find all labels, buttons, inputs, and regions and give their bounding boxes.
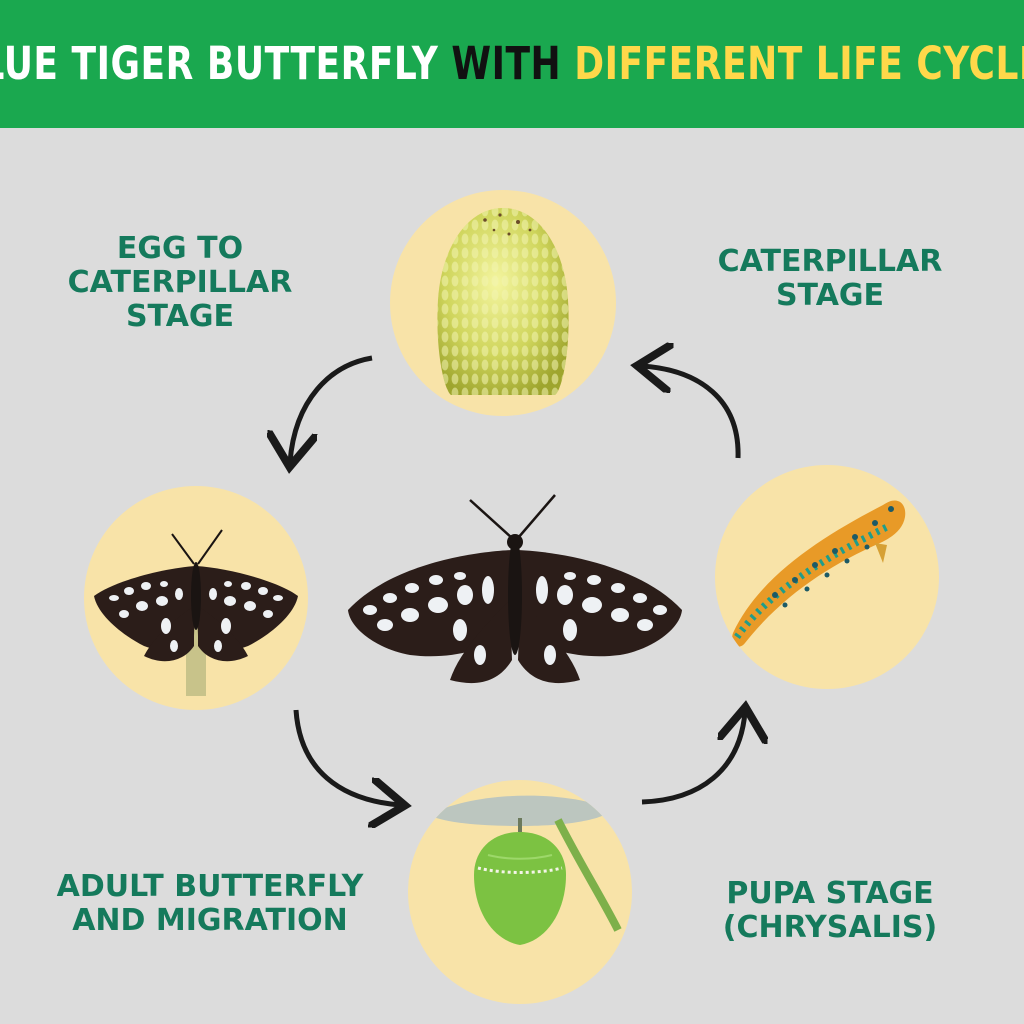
egg-circle <box>390 190 616 416</box>
butterfly-image <box>94 529 298 696</box>
cycle-arrow <box>290 355 373 462</box>
cycle-arrow <box>293 709 400 805</box>
cycle-arrow <box>642 366 741 459</box>
cycle-arrow <box>641 712 745 805</box>
egg-label-line-1: EGG TO <box>116 231 244 266</box>
egg-label-line-2: CATERPILLAR <box>67 265 293 300</box>
caterpillar-stage-label: CATERPILLAR STAGE <box>690 245 970 313</box>
egg-label-line-3: STAGE <box>125 299 235 334</box>
pupa-label-line-1: PUPA STAGE <box>726 876 934 911</box>
adult-stage-label: ADULT BUTTERFLY AND MIGRATION <box>40 870 380 938</box>
adult-circle <box>84 486 308 710</box>
pupa-circle <box>408 780 632 1004</box>
caterpillar-label-line-1: CATERPILLAR <box>717 244 943 279</box>
adult-label-line-1: ADULT BUTTERFLY <box>56 869 364 904</box>
title-part-3: DIFFERENT LIFE CYCLES <box>574 38 1024 90</box>
caterpillar-label-line-2: STAGE <box>775 278 885 313</box>
center-butterfly-image <box>348 494 682 684</box>
pupa-stage-label: PUPA STAGE (CHRYSALIS) <box>690 877 970 945</box>
caterpillar-circle <box>715 465 939 689</box>
egg-image <box>437 208 569 395</box>
caterpillar-image <box>732 500 906 647</box>
adult-label-line-2: AND MIGRATION <box>72 903 348 938</box>
title-part-1: BLUE TIGER BUTTERFLY <box>0 38 439 90</box>
title-part-2: WITH <box>451 38 562 90</box>
page-title: BLUE TIGER BUTTERFLY WITH DIFFERENT LIFE… <box>0 38 1024 89</box>
title-banner: BLUE TIGER BUTTERFLY WITH DIFFERENT LIFE… <box>0 0 1024 128</box>
egg-stage-label: EGG TO CATERPILLAR STAGE <box>40 232 320 334</box>
chrysalis-image <box>428 795 622 945</box>
pupa-label-line-2: (CHRYSALIS) <box>722 910 938 945</box>
